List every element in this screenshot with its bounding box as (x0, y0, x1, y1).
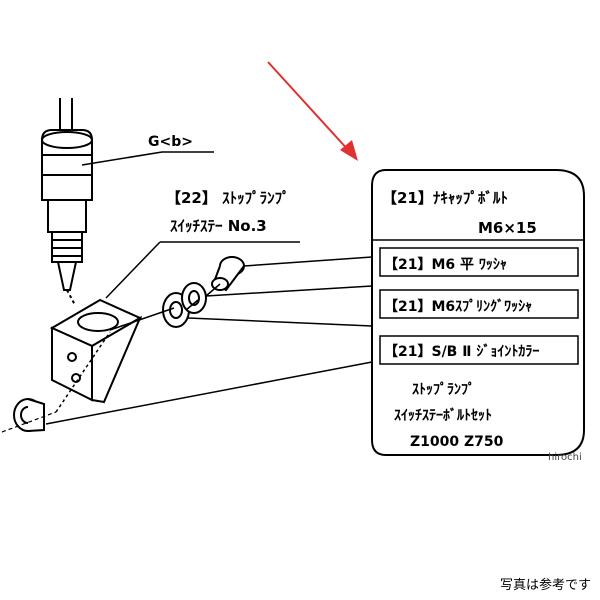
bolt-label-line2: M6×15 (478, 219, 537, 237)
part22-leader (105, 241, 300, 299)
switch-stay-bracket (49, 298, 143, 404)
set-title-line3: Z1000 Z750 (410, 434, 504, 450)
set-title-line2: ｽｲｯﾁｽﾃｰﾎﾞﾙﾄｾｯﾄ (394, 407, 492, 424)
watermark: hirochi (548, 452, 582, 463)
assembly-lines (55, 283, 221, 413)
label-leaders (45, 256, 373, 425)
collar-label: 【21】S/B Ⅱ ｼﾞｮｲﾝﾄｶﾗｰ (384, 343, 539, 360)
g-b-label: G<b> (148, 134, 193, 150)
cap-bolt (211, 256, 245, 292)
flat-washer (181, 282, 207, 314)
switch-cable (59, 98, 73, 132)
collar-axis (1, 411, 57, 433)
reference-photo-note: 写真は参考です (500, 578, 592, 593)
set-outline (371, 169, 585, 456)
part22-label-line1: 【22】 ｽﾄｯﾌﾟﾗﾝﾌﾟ (166, 189, 290, 207)
stop-lamp-switch (41, 129, 93, 306)
spring-washer-label: 【21】M6ｽﾌﾟﾘﾝｸﾞﾜｯｼｬ (384, 298, 532, 315)
label-boxes (379, 247, 579, 365)
part22-label-line2: ｽｲｯﾁｽﾃｰ No.3 (170, 217, 267, 235)
red-arrow (267, 61, 358, 161)
g-b-leader (81, 151, 214, 166)
bolt-label-line1: 【21】ﾅｷｬｯﾌﾟﾎﾞﾙﾄ (382, 189, 508, 207)
flat-washer-label: 【21】M6 平 ﾜｯｼｬ (384, 257, 507, 273)
set-title-line1: ｽﾄｯﾌﾟﾗﾝﾌﾟ (412, 381, 475, 398)
